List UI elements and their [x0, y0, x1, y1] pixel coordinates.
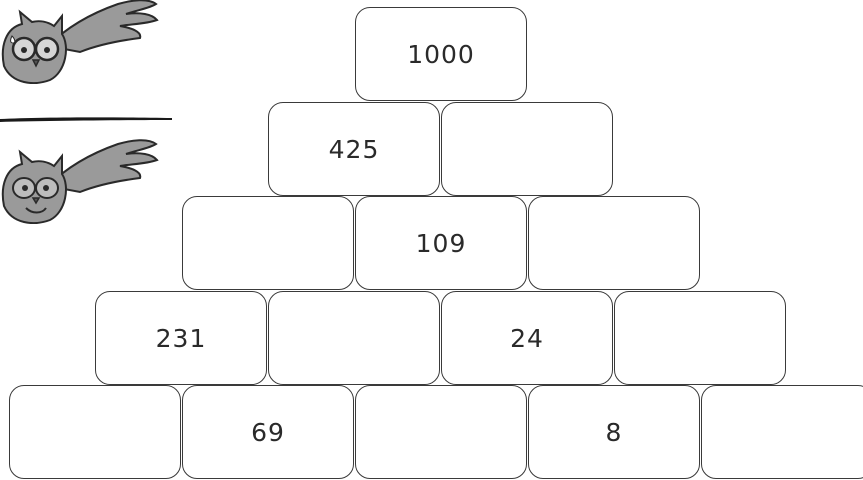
pyramid-brick[interactable]: [528, 196, 700, 290]
pyramid-brick: 69: [182, 385, 354, 479]
brick-value: 109: [415, 228, 467, 258]
brick-value: 8: [605, 417, 623, 447]
pyramid-brick[interactable]: [701, 385, 863, 479]
divider-line: [0, 117, 172, 122]
pyramid-brick[interactable]: [614, 291, 786, 385]
pyramid-brick[interactable]: [182, 196, 354, 290]
owl-flying-smiling-icon: [1, 139, 159, 224]
pyramid-brick: 24: [441, 291, 613, 385]
pyramid-brick: 231: [95, 291, 267, 385]
pyramid-brick: 1000: [355, 7, 527, 101]
brick-value: 69: [251, 417, 285, 447]
pyramid-brick: 425: [268, 102, 440, 196]
pyramid-brick[interactable]: [9, 385, 181, 479]
pyramid-brick[interactable]: [268, 291, 440, 385]
pyramid-brick[interactable]: [441, 102, 613, 196]
brick-value: 24: [510, 323, 544, 353]
pyramid-brick: 8: [528, 385, 700, 479]
owl-flying-glasses-icon: [1, 0, 159, 84]
brick-value: 425: [328, 134, 380, 164]
pyramid-brick[interactable]: [355, 385, 527, 479]
brick-value: 1000: [407, 39, 475, 69]
pyramid-brick: 109: [355, 196, 527, 290]
brick-value: 231: [155, 323, 207, 353]
